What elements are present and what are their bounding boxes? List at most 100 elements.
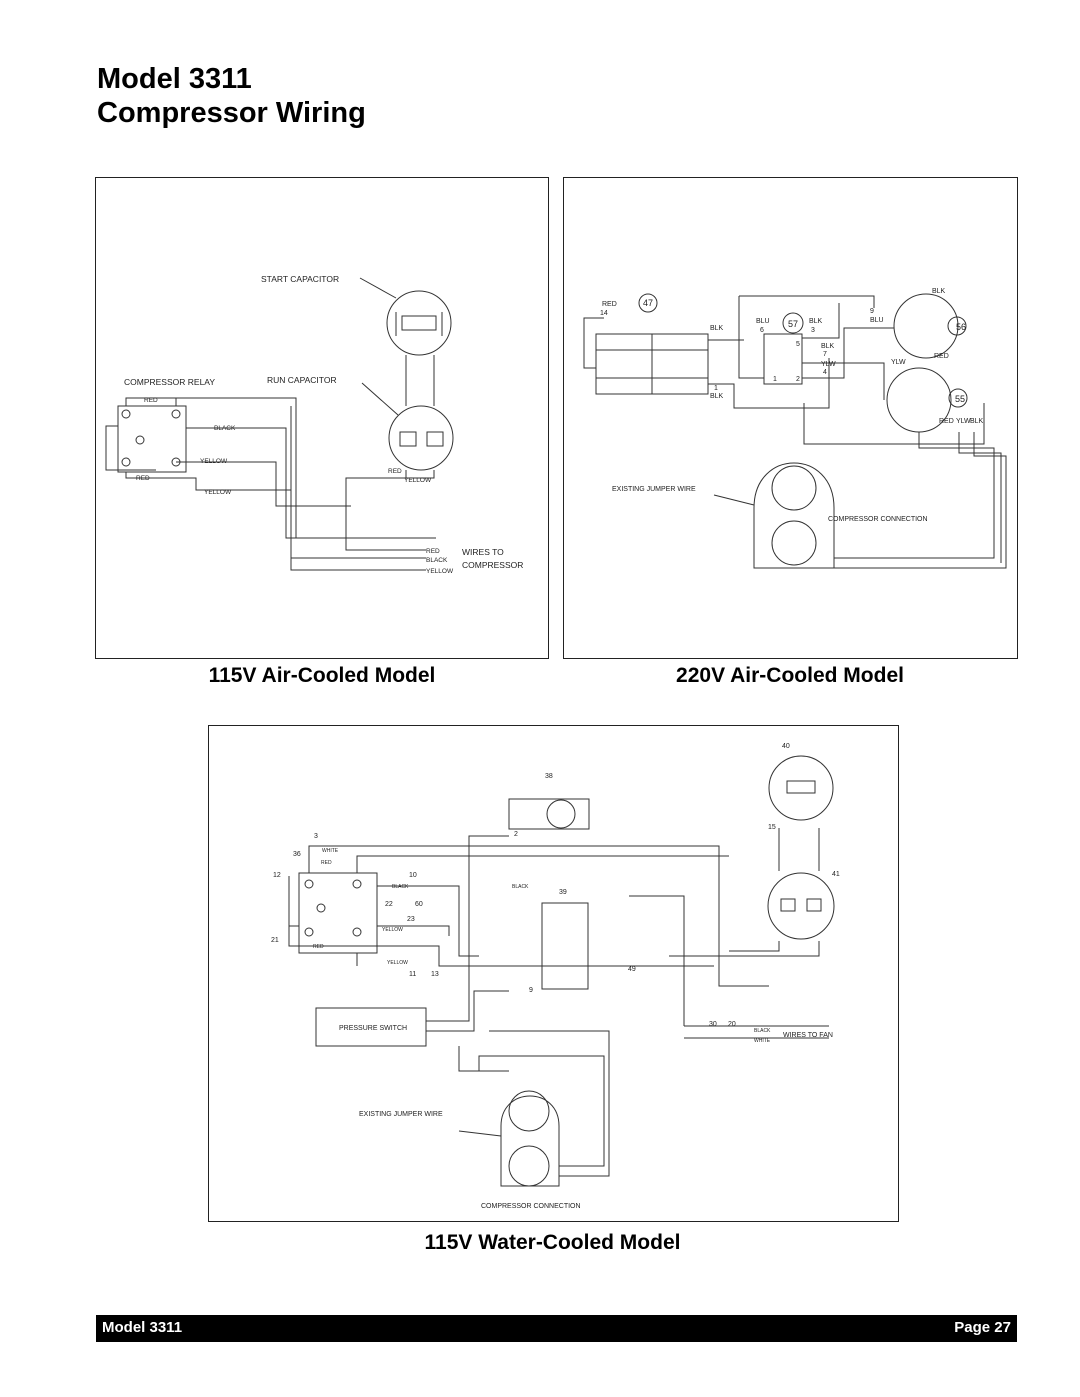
title-line-2: Compressor Wiring	[97, 97, 366, 129]
label-3: 3	[811, 327, 815, 334]
relay-57	[763, 333, 803, 385]
label-start-capacitor: START CAPACITOR	[261, 274, 339, 284]
caption-115v-air: 115V Air-Cooled Model	[208, 664, 436, 687]
diagram-115v-air-cooled: START CAPACITOR COMPRESSOR RELAY RUN CAP…	[95, 177, 549, 659]
label-ylw-b: YLW	[891, 359, 906, 366]
label-ylw-a: YLW	[821, 361, 836, 368]
footer-page-number: Page 27	[954, 1319, 1011, 1336]
label-yellow-b: YELLOW	[387, 960, 408, 966]
label-black-a: BLACK	[392, 884, 409, 890]
label-5: 5	[796, 341, 800, 348]
label-7: 7	[823, 351, 827, 358]
wiring-diagram-115v-water: 40 38 3 36 12 2 10 22 60 23 21 11 13 39 …	[271, 743, 840, 1210]
compressor-relay	[298, 872, 378, 954]
label-run-capacitor: RUN CAPACITOR	[267, 375, 337, 385]
label-39: 39	[559, 889, 567, 896]
label-yellow-1: YELLOW	[200, 458, 228, 465]
footer-model: Model 3311	[102, 1319, 183, 1336]
label-1b: 1	[773, 376, 777, 383]
capacitor-56	[893, 293, 959, 359]
label-47: 47	[643, 298, 653, 308]
label-existing-jumper: EXISTING JUMPER WIRE	[359, 1111, 443, 1118]
label-30: 30	[709, 1021, 717, 1028]
label-blk-d: BLK	[821, 343, 835, 350]
label-red-a: RED	[602, 301, 617, 308]
start-capacitor-shape	[386, 290, 452, 356]
label-blu-a: BLU	[756, 318, 770, 325]
label-white: WHITE	[322, 848, 339, 854]
label-yellow-a: YELLOW	[382, 927, 403, 933]
label-20: 20	[728, 1021, 736, 1028]
label-12: 12	[273, 872, 281, 879]
label-red-3: RED	[388, 468, 402, 475]
diagram-115v-water-cooled: 40 38 3 36 12 2 10 22 60 23 21 11 13 39 …	[208, 725, 899, 1222]
label-red-1: RED	[144, 397, 158, 404]
label-2: 2	[514, 831, 518, 838]
label-55: 55	[955, 394, 965, 404]
compressor-connection-shape	[753, 462, 835, 569]
label-compressor-connection: COMPRESSOR CONNECTION	[481, 1203, 581, 1210]
label-red-b: RED	[313, 944, 324, 950]
label-wires-to-fan: WIRES TO FAN	[783, 1032, 833, 1039]
label-red-a: RED	[321, 860, 332, 866]
label-blk-f: BLK	[970, 418, 984, 425]
label-41: 41	[832, 871, 840, 878]
title-line-1: Model 3311	[97, 63, 252, 95]
label-3: 3	[314, 833, 318, 840]
compressor-connection-shape	[500, 1095, 560, 1187]
label-21: 21	[271, 937, 279, 944]
label-ylw-c: YLW	[956, 418, 971, 425]
page-title: Model 3311 Compressor Wiring	[97, 62, 366, 130]
terminal-block-39	[541, 902, 589, 990]
run-capacitor-41	[767, 872, 835, 940]
label-9: 9	[870, 308, 874, 315]
label-blk-a: BLK	[710, 325, 724, 332]
label-blk-c: BLK	[809, 318, 823, 325]
label-15: 15	[768, 824, 776, 831]
label-blk-b: BLK	[710, 393, 724, 400]
label-10: 10	[409, 872, 417, 879]
label-4: 4	[823, 369, 827, 376]
label-14: 14	[600, 310, 608, 317]
wiring-diagram-220v-air: RED 14 47 BLK 1 BLK BLU 6 57 BLK 3 5 1 2…	[583, 288, 1007, 569]
label-white-b: WHITE	[754, 1038, 771, 1044]
label-yellow-2: YELLOW	[204, 489, 232, 496]
label-yellow-3: YELLOW	[404, 477, 432, 484]
label-13: 13	[431, 971, 439, 978]
label-38: 38	[545, 773, 553, 780]
label-blu-b: BLU	[870, 317, 884, 324]
label-60: 60	[415, 901, 423, 908]
label-black-1: BLACK	[214, 425, 236, 432]
label-22: 22	[385, 901, 393, 908]
caption-220v-air: 220V Air-Cooled Model	[676, 664, 904, 687]
caption-115v-water: 115V Water-Cooled Model	[424, 1231, 681, 1254]
start-capacitor-40	[768, 755, 834, 821]
label-pressure-switch: PRESSURE SWITCH	[339, 1025, 407, 1032]
label-6: 6	[760, 327, 764, 334]
label-49: 49	[628, 966, 636, 973]
label-black-c: BLACK	[754, 1028, 771, 1034]
label-11: 11	[409, 971, 416, 978]
diagram-220v-air-cooled: RED 14 47 BLK 1 BLK BLU 6 57 BLK 3 5 1 2…	[563, 177, 1018, 659]
label-23: 23	[407, 916, 415, 923]
label-blk-e: BLK	[932, 288, 946, 295]
label-57: 57	[788, 319, 798, 329]
label-red-4: RED	[426, 548, 440, 555]
label-black-2: BLACK	[426, 557, 448, 564]
pressure-switch-shape	[315, 1007, 427, 1047]
compressor-relay-shape	[117, 405, 187, 473]
label-2: 2	[796, 376, 800, 383]
label-36: 36	[293, 851, 301, 858]
run-capacitor-shape	[388, 405, 454, 471]
label-1: 1	[714, 385, 718, 392]
label-40: 40	[782, 743, 790, 750]
fan-motor-38	[508, 798, 590, 830]
label-9: 9	[529, 987, 533, 994]
label-red-b: RED	[934, 353, 949, 360]
label-black-b: BLACK	[512, 884, 529, 890]
label-yellow-4: YELLOW	[426, 568, 454, 575]
label-compressor-connection: COMPRESSOR CONNECTION	[828, 516, 928, 523]
label-compressor-relay: COMPRESSOR RELAY	[124, 377, 215, 387]
footer-bar: Model 3311 Page 27	[96, 1315, 1017, 1342]
label-wires-to: WIRES TO	[462, 547, 504, 557]
